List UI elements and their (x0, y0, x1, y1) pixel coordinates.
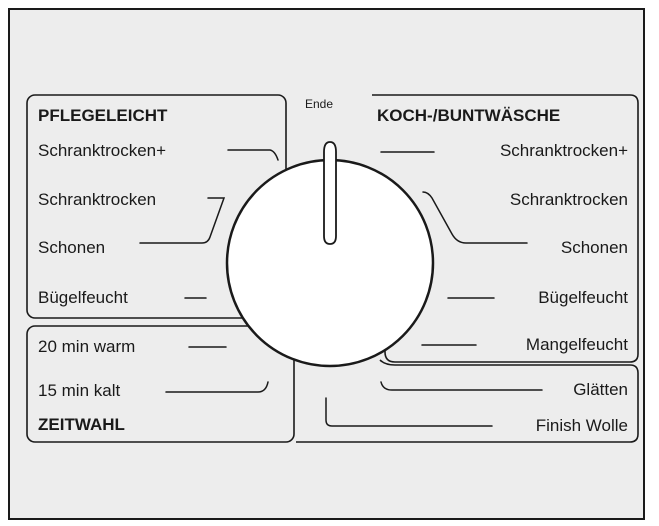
kb-option-schranktrocken-plus[interactable]: Schranktrocken+ (499, 141, 628, 160)
zeitwahl-box (26, 325, 295, 443)
pflegeleicht-title: PFLEGELEICHT (38, 106, 168, 125)
pl-option-schranktrocken[interactable]: Schranktrocken (38, 190, 157, 209)
koch-box (372, 94, 639, 363)
leader-pl-schranktrocken-plus (227, 149, 279, 161)
kb-option-schranktrocken[interactable]: Schranktrocken (509, 190, 628, 209)
pl-option-schranktrocken-plus[interactable]: Schranktrocken+ (38, 141, 167, 160)
zeit-option-15min-kalt[interactable]: 15 min kalt (38, 381, 121, 400)
leader-15min (165, 381, 269, 393)
zeit-option-20min-warm[interactable]: 20 min warm (38, 337, 136, 356)
koch-title: KOCH-/BUNTWÄSCHE (377, 106, 561, 125)
kb-option-schonen[interactable]: Schonen (560, 238, 628, 257)
option-finish-wolle[interactable]: Finish Wolle (535, 416, 628, 435)
pl-option-buegelfeucht[interactable]: Bügelfeucht (38, 288, 128, 307)
kb-option-mangelfeucht[interactable]: Mangelfeucht (525, 335, 628, 354)
kb-option-buegelfeucht[interactable]: Bügelfeucht (538, 288, 628, 307)
option-glaetten[interactable]: Glätten (573, 380, 628, 399)
leader-glaetten (380, 381, 543, 391)
pl-option-schonen[interactable]: Schonen (38, 238, 106, 257)
knob-pointer (323, 141, 337, 245)
end-label: Ende (305, 97, 334, 111)
leader-pl-schranktrocken-schonen (139, 197, 226, 244)
extra-box (296, 359, 639, 443)
leader-kb-schranktrocken-schonen (422, 191, 528, 244)
zeitwahl-title: ZEITWAHL (38, 415, 125, 434)
leader-finish-wolle (325, 397, 493, 427)
